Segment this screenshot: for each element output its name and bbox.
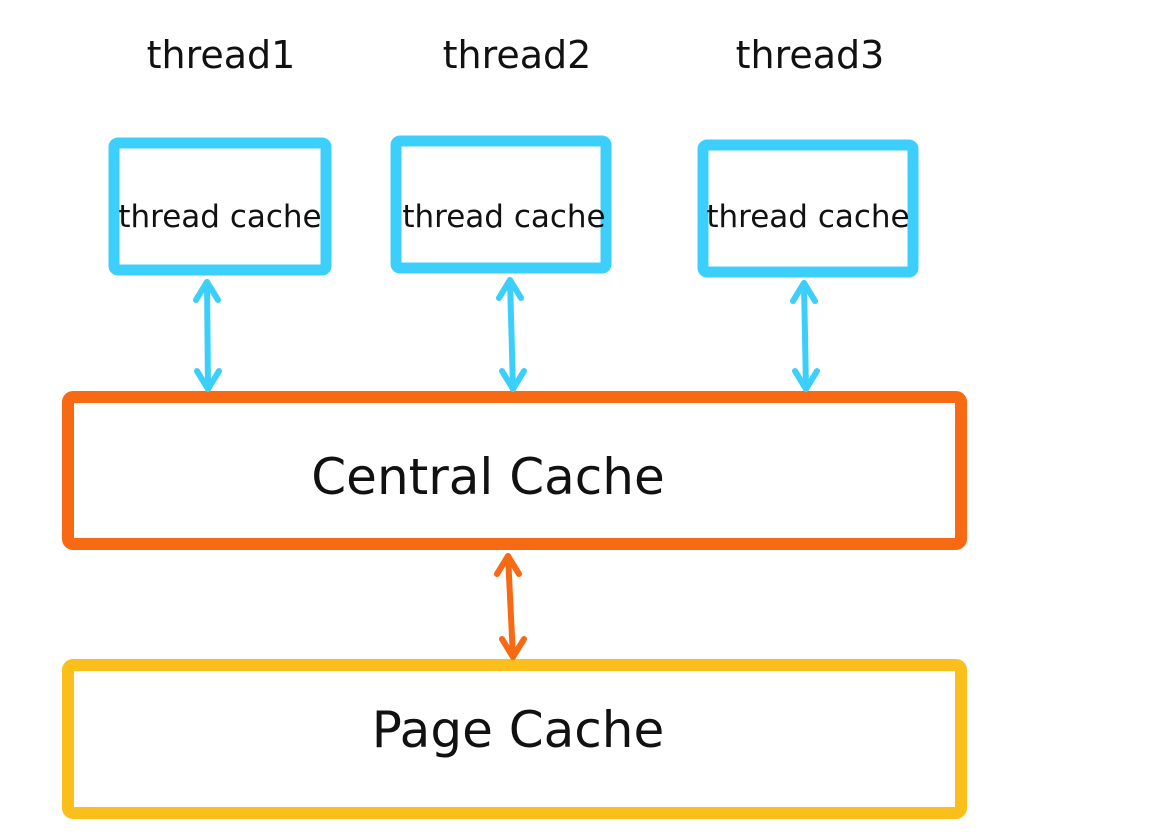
thread-cache-label-1: thread cache bbox=[118, 199, 322, 235]
central-cache-box bbox=[62, 391, 967, 550]
thread-cache-label-2: thread cache bbox=[402, 199, 606, 235]
page-cache-box bbox=[62, 659, 967, 819]
arrow-thread2-central bbox=[496, 277, 527, 392]
thread-label-2: thread2 bbox=[442, 33, 592, 77]
thread-cache-box-1 bbox=[108, 137, 332, 276]
arrow-thread3-central bbox=[790, 280, 820, 392]
thread-cache-label-3: thread cache bbox=[706, 199, 910, 235]
arrow-thread1-central bbox=[193, 279, 222, 392]
thread-label-1: thread1 bbox=[146, 33, 296, 77]
central-cache-label: Central Cache bbox=[311, 448, 665, 506]
thread-cache-box-2 bbox=[390, 135, 612, 274]
thread-label-3: thread3 bbox=[735, 33, 885, 77]
thread-cache-box-3 bbox=[697, 139, 919, 278]
arrow-central-page bbox=[494, 553, 527, 660]
page-cache-label: Page Cache bbox=[371, 701, 665, 759]
